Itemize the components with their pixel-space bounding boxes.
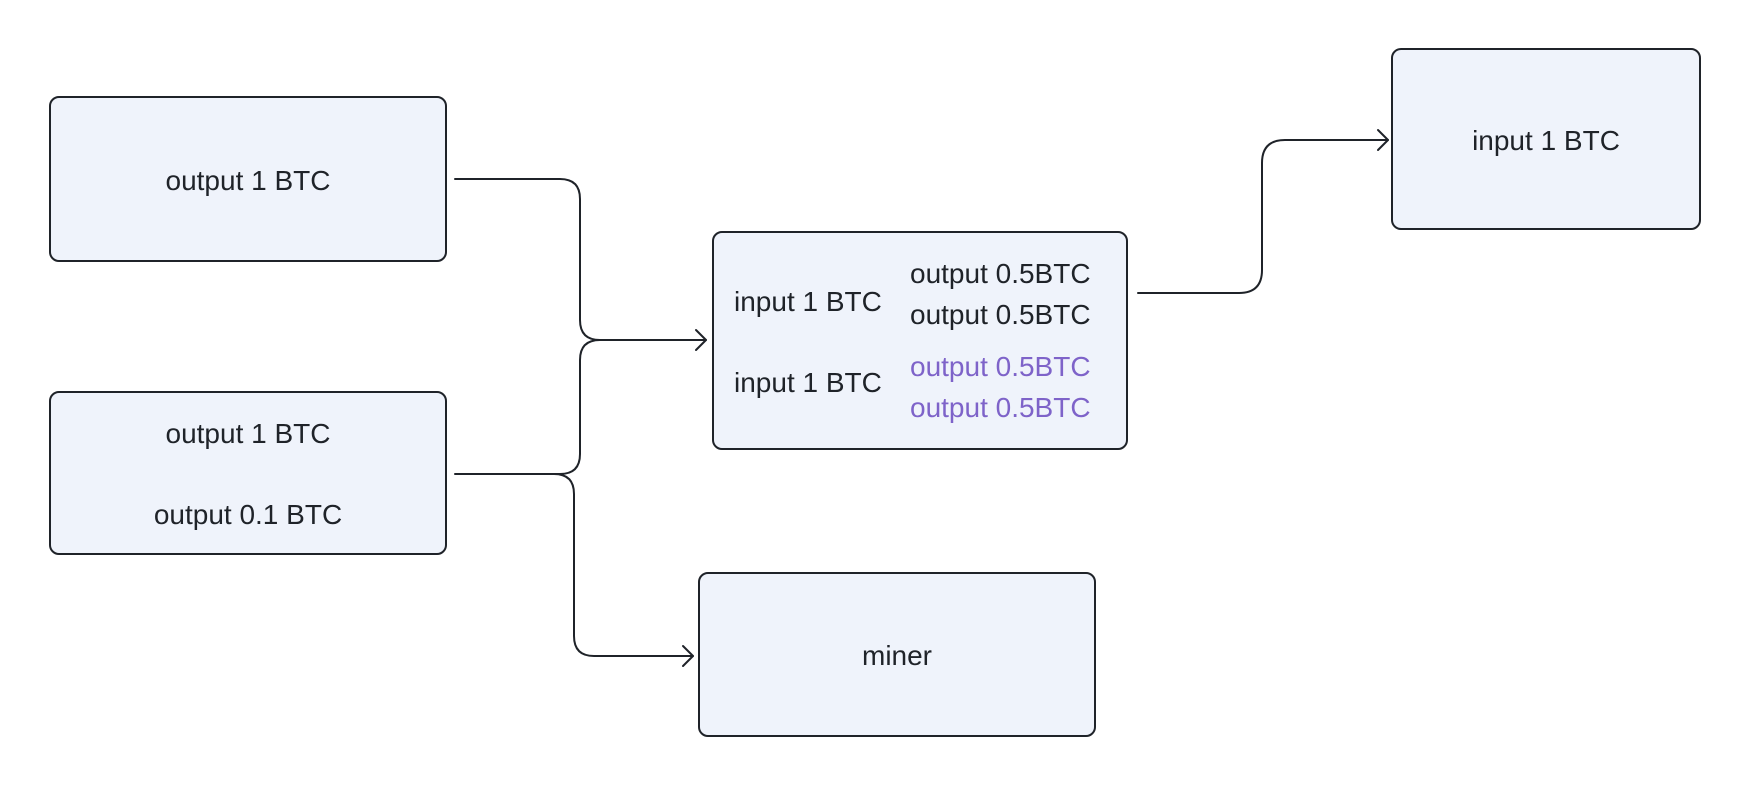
edge-tx-b-to-tx-mid — [454, 339, 601, 475]
tx-mid-output-2-label: output 0.5BTC — [910, 299, 1091, 330]
tx-b-output-label: output 1 BTC — [165, 418, 331, 449]
arrowhead-miner — [682, 645, 694, 667]
edge-tx-a-to-tx-mid — [454, 178, 707, 341]
edge-tx-mid-to-tx-right — [1137, 139, 1389, 294]
tx-mid-output-3-label: output 0.5BTC — [910, 351, 1091, 382]
tx-mid-input-1-label: input 1 BTC — [734, 286, 882, 317]
tx-right-input-label: input 1 BTC — [1472, 125, 1620, 156]
miner-label: miner — [861, 640, 933, 671]
tx-mid-input-2-label: input 1 BTC — [734, 367, 882, 398]
tx-a-box — [49, 96, 447, 262]
tx-mid-output-1-label: output 0.5BTC — [910, 258, 1091, 289]
tx-b-fee-output-label: output 0.1 BTC — [153, 499, 343, 530]
arrowhead-tx-mid — [695, 329, 707, 351]
edge-tx-b-to-miner — [544, 473, 694, 657]
miner-box — [698, 572, 1096, 737]
arrowhead-tx-right — [1377, 129, 1389, 151]
tx-mid-output-4-label: output 0.5BTC — [910, 392, 1091, 423]
tx-b-box — [49, 391, 447, 555]
tx-mid-box — [712, 231, 1128, 450]
tx-a-output-label: output 1 BTC — [165, 165, 331, 196]
tx-right-box — [1391, 48, 1701, 230]
